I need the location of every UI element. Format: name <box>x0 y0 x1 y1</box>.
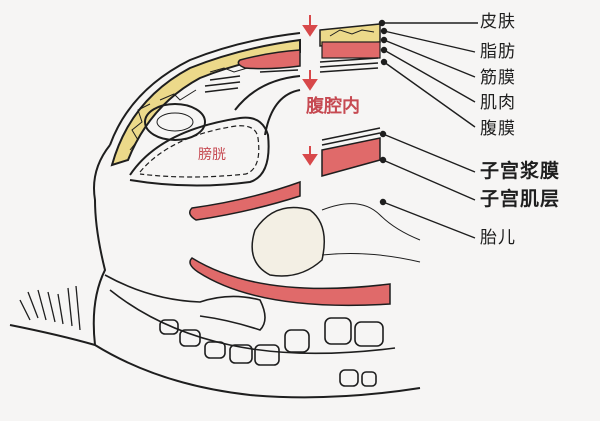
muscle-layer-left <box>237 49 301 70</box>
label-fascia: 筋膜 <box>480 68 516 88</box>
uterus-wall-lower <box>189 257 391 307</box>
bladder-label: 膀胱 <box>198 147 226 163</box>
hair-strokes <box>19 285 81 331</box>
serosa-lines <box>321 127 381 146</box>
arrow-down-icon <box>302 15 318 37</box>
label-fat: 脂肪 <box>480 42 516 62</box>
label-muscle: 肌肉 <box>480 93 516 113</box>
label-myometrium: 子宫肌层 <box>480 188 561 210</box>
muscle-layer-right <box>321 41 381 59</box>
label-uterine-serosa: 子宫浆膜 <box>480 160 561 182</box>
label-fetus: 胎儿 <box>480 228 516 248</box>
peritoneum-lines <box>204 57 379 93</box>
pelvis-outline <box>9 32 421 399</box>
arrow-down-icon <box>302 70 318 91</box>
label-skin: 皮肤 <box>480 12 516 32</box>
uterus-wall-upper-left <box>189 180 301 221</box>
leader-lines <box>378 19 478 239</box>
bladder-shape <box>129 75 301 187</box>
abdominal-cavity-label: 腹腔内 <box>306 96 360 117</box>
label-peritoneum: 腹膜 <box>480 119 516 139</box>
fetus-shape <box>251 203 421 277</box>
rectum-spine <box>104 274 396 387</box>
arrow-down-icon <box>302 146 318 166</box>
arrows <box>302 15 318 166</box>
